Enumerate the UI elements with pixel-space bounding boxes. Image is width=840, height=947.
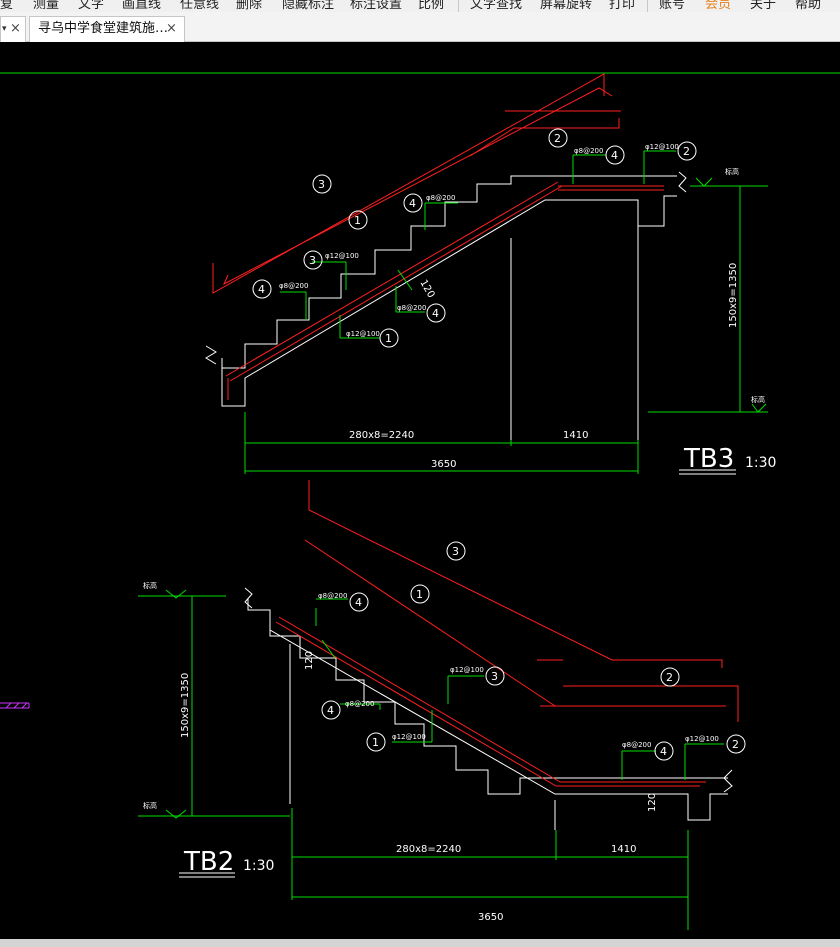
menu-item-print[interactable]: 打印 [609,0,636,12]
drawing-canvas[interactable]: 3 1 2 4 2 4 3 4 4 1 φ8@200 φ12@100 φ8@20… [0,42,840,939]
tb2-callout-no: 1 [372,736,379,749]
tab-document-title: 寻乌中学食堂建筑施… [38,21,169,36]
tb2-callout-no: 4 [660,745,667,758]
tb3-callout-no: 1 [354,214,361,227]
tb3-dim-height: 150x9=1350 [728,263,739,328]
menu-item-copy[interactable]: 复 [0,0,14,12]
tb2-rebar [275,480,739,787]
tb3-level-bottom: 标高 [751,395,765,404]
tb3-callout-no: 3 [309,254,316,267]
tb3-dim-landing: 1410 [563,430,588,441]
tb2-title-underline [179,872,235,878]
tb2-dim-landing: 1410 [611,844,636,855]
tb2-callout-no: 4 [327,704,334,717]
tb3-callout-no: 2 [683,145,690,158]
tb3-thickness: 120 [417,278,436,300]
tb3-bar-spec: φ12@100 [325,252,359,260]
tb2-callout-no: 3 [491,670,498,683]
tb3-callout-no: 4 [258,283,265,296]
tab-document[interactable]: 寻乌中学食堂建筑施… × [29,16,185,42]
menu-item-about[interactable]: 关于 [750,0,777,12]
tb3-structure [205,171,687,445]
menu-item-help[interactable]: 帮助 [795,0,822,12]
menu-item-delete[interactable]: 删除 [236,0,263,12]
tb2-level-bottom: 标高 [143,801,157,810]
menu-item-line[interactable]: 画直线 [122,0,162,12]
tb2-bar-spec: φ12@100 [685,735,719,743]
tb3-callout-no: 2 [554,132,561,145]
tab-previous[interactable]: ▾ × [0,16,26,42]
menu-item-vip[interactable]: 会员 [705,0,732,12]
tb3-bar-spec: φ8@200 [279,282,308,290]
menu-item-account[interactable]: 账号 [659,0,686,12]
tb2-dim-height: 150x9=1350 [180,673,191,738]
close-icon[interactable]: × [10,21,21,36]
tb3-bar-spec: φ12@100 [346,330,380,338]
tb3-bar-spec: φ8@200 [574,147,603,155]
tb3-dimensions [244,150,768,474]
tb2-thickness: 120 [647,793,658,812]
tb3-rebar [212,73,664,400]
tb3-callout-no: 3 [318,178,325,191]
menu-item-polyline[interactable]: 任意线 [180,0,220,12]
menu-bar: 复 测量 文字 画直线 任意线 删除 隐藏标注 标注设置 比例 文字查找 屏幕旋… [0,0,840,12]
tb2-dim-flight: 280x8=2240 [396,844,461,855]
tb3-callout-no: 4 [611,149,618,162]
menu-item-measure[interactable]: 测量 [33,0,60,12]
tb3-dim-total: 3650 [431,459,456,470]
tb2-bar-spec: φ12@100 [450,666,484,674]
drawing-svg: 3 1 2 4 2 4 3 4 4 1 φ8@200 φ12@100 φ8@20… [0,72,840,930]
tb2-scale: 1:30 [243,858,274,874]
menu-item-rotate-screen[interactable]: 屏幕旋转 [540,0,593,12]
tb2-bar-spec: φ8@200 [345,700,374,708]
tb3-bar-spec: φ8@200 [426,194,455,202]
tb2-structure [244,587,733,830]
hatch-mark [0,702,30,709]
tb2-bar-spec: φ8@200 [622,741,651,749]
menu-item-dim-settings[interactable]: 标注设置 [350,0,403,12]
tab-indicator-icon: ▾ [2,24,7,34]
tb3-callout-no: 4 [432,307,439,320]
close-icon[interactable]: × [166,21,177,36]
tb2-thickness: 120 [304,651,315,670]
tb2-dim-total: 3650 [478,912,503,923]
menu-item-text[interactable]: 文字 [78,0,105,12]
tb2-callout-no: 2 [666,671,673,684]
callout-circles [252,128,746,761]
tb3-title: TB3 [683,444,734,474]
tb3-dim-flight: 280x8=2240 [349,430,414,441]
tb2-bar-spec: φ8@200 [318,592,347,600]
tb2-callout-no: 4 [355,596,362,609]
tb2-level-top: 标高 [143,581,157,590]
menu-item-find-text[interactable]: 文字查找 [470,0,523,12]
tb2-title: TB2 [183,847,234,877]
tb2-bar-spec: φ12@100 [392,733,426,741]
tb3-level-top: 标高 [725,167,739,176]
menu-item-hide-dim[interactable]: 隐藏标注 [282,0,335,12]
tb3-scale: 1:30 [745,455,776,471]
tb2-callout-no: 3 [452,545,459,558]
menu-item-scale[interactable]: 比例 [418,0,445,12]
tb3-bar-spec: φ8@200 [397,304,426,312]
tb3-title-underline [679,469,736,475]
tb2-callout-no: 2 [732,738,739,751]
tb2-dimensions [138,589,724,930]
tb2-callout-no: 1 [416,588,423,601]
status-bar [0,939,840,947]
tb3-callout-no: 4 [409,197,416,210]
tab-bar: ▾ × 寻乌中学食堂建筑施… × [0,12,840,42]
tb3-bar-spec: φ12@100 [645,143,679,151]
tb3-callout-no: 1 [385,332,392,345]
